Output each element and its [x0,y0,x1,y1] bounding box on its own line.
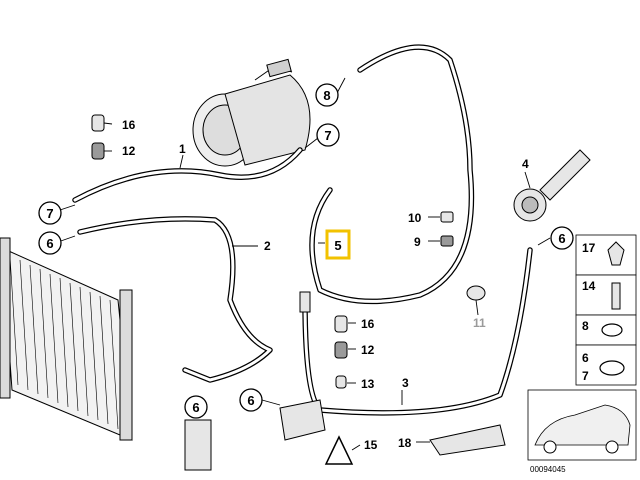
label-3[interactable]: 3 [402,376,409,390]
warning-label-icon [324,435,354,465]
leader-lines [57,77,551,451]
hose-3 [302,247,533,416]
svg-text:6: 6 [192,400,199,415]
svg-text:7: 7 [46,206,53,221]
label-11[interactable]: 11 [473,316,486,330]
label-10[interactable]: 10 [408,211,422,225]
legend-7[interactable]: 7 [582,369,589,383]
legend-8[interactable]: 8 [582,319,589,333]
hose-2 [77,216,273,383]
callout-6-bottom[interactable]: 6 [184,395,208,419]
expansion-valve-4 [513,149,591,222]
callout-7-upper[interactable]: 7 [316,123,340,147]
compressor-illustration [192,58,311,167]
legend-17[interactable]: 17 [582,241,596,255]
label-15[interactable]: 15 [364,438,378,452]
svg-text:6: 6 [46,236,53,251]
label-2[interactable]: 2 [264,239,271,253]
callout-7-left[interactable]: 7 [38,201,62,225]
callout-8[interactable]: 8 [315,83,339,107]
svg-text:7: 7 [324,128,331,143]
legend-14[interactable]: 14 [582,279,596,293]
label-12-top[interactable]: 12 [122,144,136,158]
parts-legend: 17 14 8 6 7 [575,234,637,386]
label-1[interactable]: 1 [179,142,186,156]
callout-6-left[interactable]: 6 [38,231,62,255]
label-13[interactable]: 13 [361,377,375,391]
bolt-14-icon [611,282,621,310]
label-12-bottom[interactable]: 12 [361,343,375,357]
condenser-illustration [0,237,133,441]
o-ring-8-icon [601,323,623,337]
label-16-bottom[interactable]: 16 [361,317,375,331]
svg-text:8: 8 [323,88,330,103]
label-4[interactable]: 4 [522,157,529,171]
label-18[interactable]: 18 [398,436,412,450]
svg-text:6: 6 [558,231,565,246]
svg-text:5: 5 [334,238,341,253]
label-16-top[interactable]: 16 [122,118,136,132]
legend-6[interactable]: 6 [582,351,589,365]
label-9[interactable]: 9 [414,235,421,249]
svg-text:6: 6 [247,393,254,408]
hose-5 [309,44,475,305]
o-ring-6-7-icon [599,360,625,376]
vehicle-locator-thumbnail [527,389,637,461]
drawing-number: 00094045 [530,465,566,474]
callout-6-center[interactable]: 6 [239,388,263,412]
callout-5-highlighted[interactable]: 5 [325,229,351,260]
hose-1 [72,147,303,203]
mount-17-icon [607,241,625,266]
fitting-parts [91,114,506,471]
callout-6-right[interactable]: 6 [550,226,574,250]
